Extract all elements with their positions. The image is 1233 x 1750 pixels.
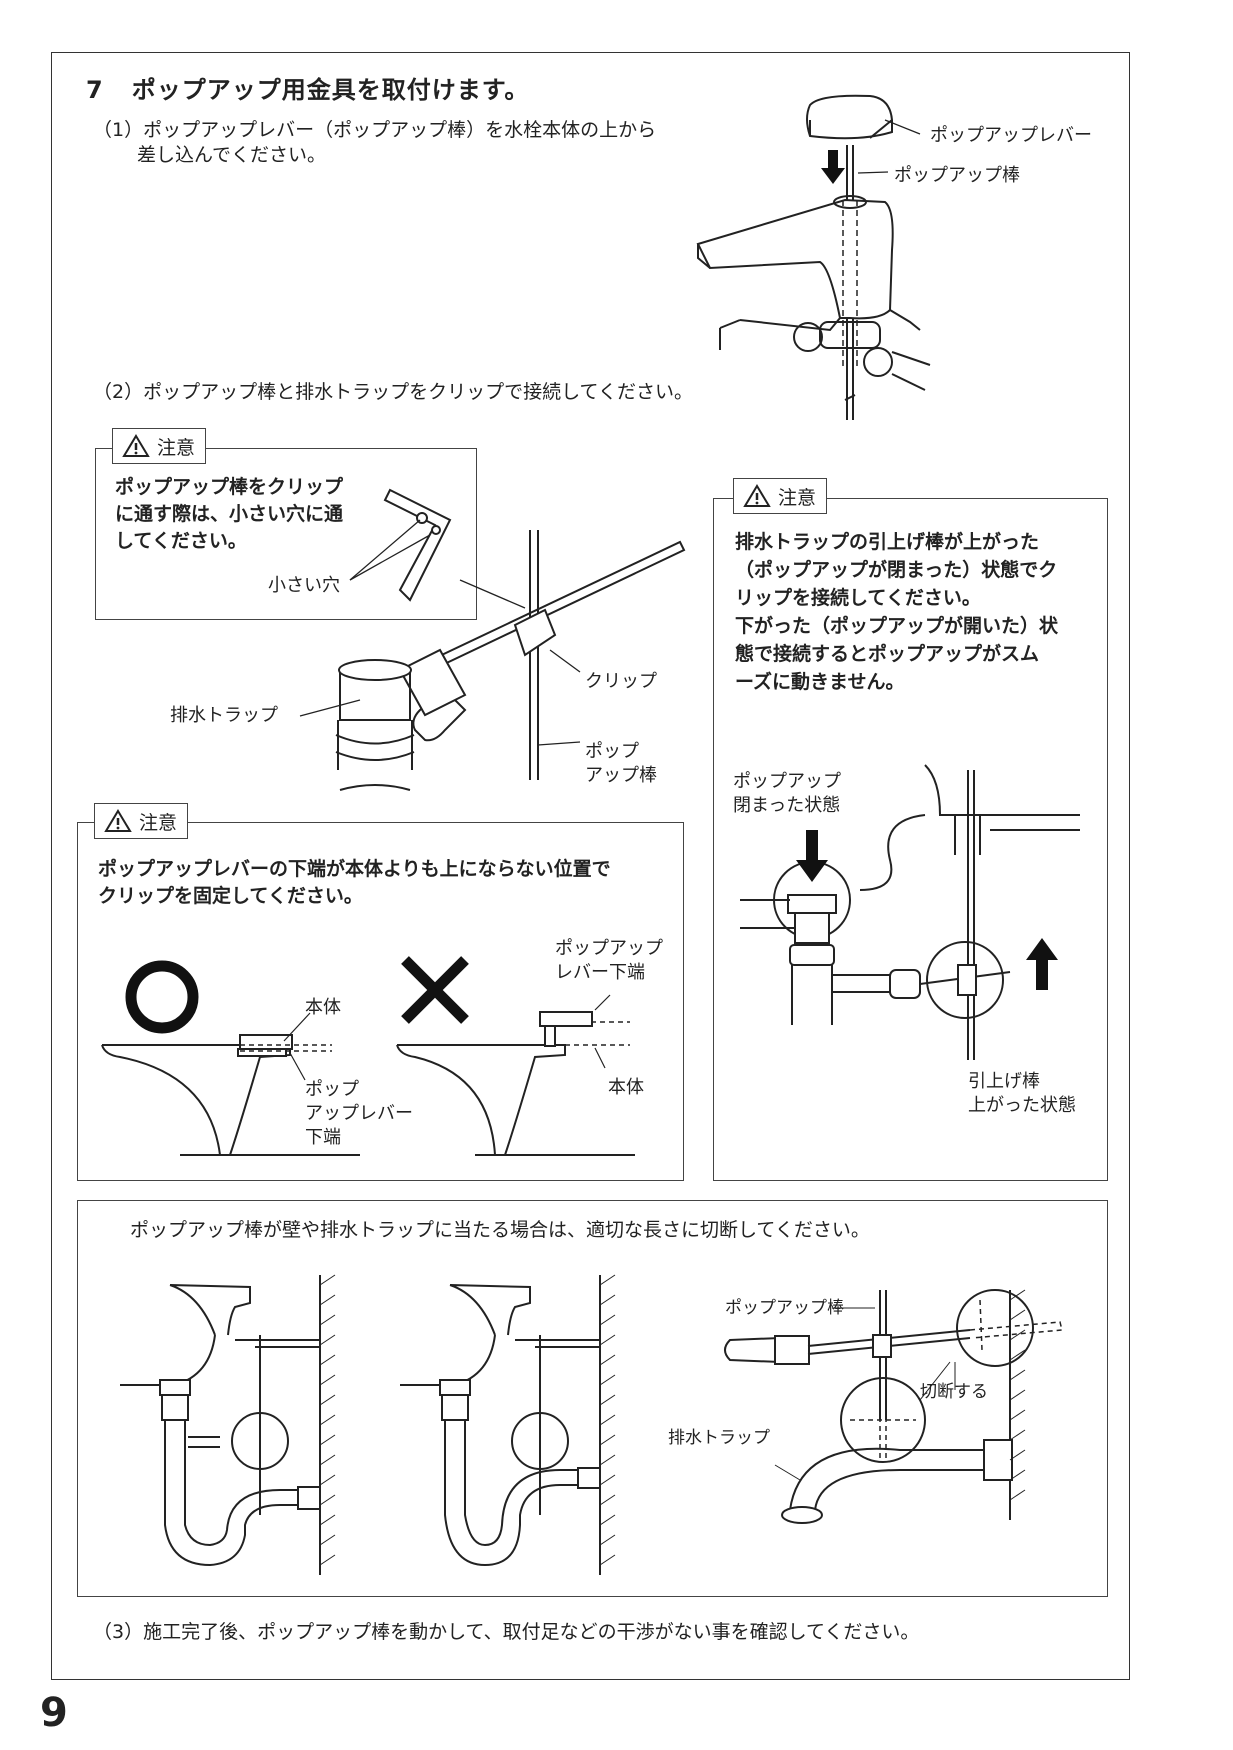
small-hole-label: 小さい穴 [268,575,340,596]
warning-icon [123,434,149,458]
caution-box-3 [77,822,684,1181]
correct-position-diagram [100,945,360,1155]
page-frame [51,52,1130,1680]
section-title-text: ポップアップ用金具を取付けます。 [131,76,530,104]
cut-trap-label: 排水トラップ [668,1428,770,1448]
caution-2-line-6: ーズに動きません。 [735,671,905,693]
page-number: 9 [40,1690,68,1736]
caution-box-1 [95,448,477,620]
warning-icon [744,484,770,508]
faucet-diagram [680,90,1100,450]
ng-body-label: 本体 [608,1077,644,1098]
caution-2-line-3: リップを接続してください。 [735,587,981,609]
ok-body-label: 本体 [305,997,341,1018]
cut-rod-label: ポップアップ棒 [725,1298,844,1318]
step-1-line-1: （1）ポップアップレバー（ポップアップ棒）を水栓本体の上から [93,119,657,141]
caution-1-line-2: に通す際は、小さい穴に通 [115,503,344,525]
trap-label: 排水トラップ [170,705,278,726]
incorrect-position-diagram [395,950,635,1155]
step-3: （3）施工完了後、ポップアップ棒を動かして、取付足などの干渉がない事を確認してく… [93,1621,920,1643]
rod-label: ポップアップ棒 [894,165,1020,186]
fig2-rod-label: ポップ アップ棒 [585,740,657,788]
caution-3-line-1: ポップアップレバーの下端が本体よりも上にならない位置で [98,858,611,880]
raised-rod-label: 引上げ棒 上がった状態 [968,1070,1076,1118]
ng-edge-line-1: ポップアップ [555,938,663,959]
cut-label: 切断する [920,1382,988,1402]
step-2: （2）ポップアップ棒と排水トラップをクリップで接続してください。 [93,381,693,403]
caution-tag-1: 注意 [112,428,207,464]
caution-2-line-2: （ポップアップが閉まった）状態でク [735,559,1058,581]
cut-detail-diagram [720,1290,1090,1540]
installation-diagram-1 [120,1275,350,1575]
clip-detail-icon [330,480,480,610]
cut-instruction-text: ポップアップ棒が壁や排水トラップに当たる場合は、適切な長さに切断してください。 [130,1219,870,1241]
caution-3-line-2: クリップを固定してください。 [98,885,363,907]
caution-2-line-5: 態で接続するとポップアップがスム [735,643,1040,665]
ok-edge-line-3: 下端 [305,1127,341,1148]
step-1: （1）ポップアップレバー（ポップアップ棒）を水栓本体の上から 差し込んでください… [93,118,656,168]
popup-closed-diagram [740,760,1080,1070]
clip-label: クリップ [585,671,657,692]
fig2-rod-line-1: ポップ [585,741,639,762]
caution-tag-3-label: 注意 [139,811,178,834]
caution-tag-1-label: 注意 [157,436,196,459]
closed-state-line-1: ポップアップ [733,771,841,792]
caution-1-line-1: ポップアップ棒をクリップ [115,476,344,498]
ng-lever-edge-label: ポップアップ レバー下端 [555,937,663,985]
ng-edge-line-2: レバー下端 [555,962,645,983]
caution-2-line-1: 排水トラップの引上げ棒が上がった [735,531,1040,553]
closed-state-line-2: 閉まった状態 [733,795,841,816]
raised-rod-line-1: 引上げ棒 [968,1071,1040,1092]
caution-tag-2: 注意 [733,478,828,514]
caution-tag-2-label: 注意 [778,486,817,509]
fig2-rod-line-2: アップ棒 [585,765,657,786]
warning-icon [105,809,131,833]
caution-1-line-3: してください。 [115,530,247,552]
section-number: 7 [86,76,104,104]
closed-state-label: ポップアップ 閉まった状態 [733,770,841,818]
section-title: 7 ポップアップ用金具を取付けます。 [86,70,529,105]
caution-3-text: ポップアップレバーの下端が本体よりも上にならない位置で クリップを固定してくださ… [98,856,611,910]
caution-2-text: 排水トラップの引上げ棒が上がった （ポップアップが閉まった）状態でク リップを接… [735,528,1058,696]
caution-2-line-4: 下がった（ポップアップが開いた）状 [735,615,1059,637]
cut-instruction-box [77,1200,1108,1597]
raised-rod-line-2: 上がった状態 [968,1095,1076,1116]
clip-connection-diagram [300,520,700,810]
caution-box-2 [713,498,1108,1181]
ok-edge-line-1: ポップ [305,1079,359,1100]
ok-lever-edge-label: ポップ アップレバー 下端 [305,1078,413,1150]
installation-diagram-2 [400,1275,630,1575]
caution-1-text: ポップアップ棒をクリップ に通す際は、小さい穴に通 してください。 [115,474,343,555]
ok-edge-line-2: アップレバー [305,1103,413,1124]
lever-label: ポップアップレバー [930,125,1092,146]
step-1-line-2: 差し込んでください。 [137,144,327,166]
caution-tag-3: 注意 [94,803,189,839]
